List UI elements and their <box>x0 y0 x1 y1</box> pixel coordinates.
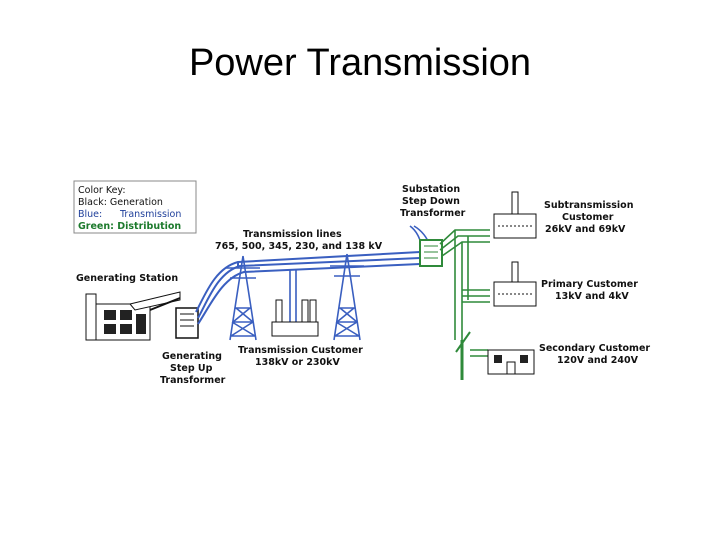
transmission-lines <box>195 251 421 325</box>
substation-transformer: Substation Step Down Transformer <box>400 184 466 267</box>
color-key-blue-prefix: Blue: <box>78 209 102 220</box>
substation-label-1: Substation <box>402 184 460 195</box>
subtransmission-customer: Subtransmission Customer 26kV and 69kV <box>493 191 634 239</box>
color-key-heading: Color Key: <box>78 185 126 196</box>
primary-customer-label-2: 13kV and 4kV <box>555 291 629 302</box>
primary-customer: Primary Customer 13kV and 4kV <box>493 261 638 307</box>
transmission-lines-label-1: Transmission lines <box>243 229 342 240</box>
substation-label-2: Step Down <box>402 196 460 207</box>
generating-step-up-transformer: Generating Step Up Transformer <box>160 307 226 386</box>
generating-station-label: Generating Station <box>76 273 178 284</box>
distribution-lines <box>439 229 490 380</box>
transmission-customer-label-2: 138kV or 230kV <box>255 357 340 368</box>
subtransmission-label-2: Customer <box>562 212 614 223</box>
color-key-green: Green: Distribution <box>78 221 181 232</box>
gen-step-up-label-2: Step Up <box>170 363 213 374</box>
generating-station: Generating Station <box>76 273 181 341</box>
color-key: Color Key: Black: Generation Blue: Trans… <box>73 180 197 234</box>
transmission-tower-1 <box>226 255 260 341</box>
transmission-customer-label-1: Transmission Customer <box>238 345 363 356</box>
subtransmission-label-3: 26kV and 69kV <box>545 224 626 235</box>
secondary-customer-label-1: Secondary Customer <box>539 343 650 354</box>
gen-step-up-label-3: Transformer <box>160 375 226 386</box>
transmission-customer: Transmission Customer 138kV or 230kV <box>238 270 363 368</box>
gen-step-up-label-1: Generating <box>162 351 222 362</box>
subtransmission-label-1: Subtransmission <box>544 200 634 211</box>
transmission-tower-2 <box>330 253 364 341</box>
secondary-customer: Secondary Customer 120V and 240V <box>487 343 650 375</box>
color-key-black: Black: Generation <box>78 197 163 208</box>
secondary-customer-label-2: 120V and 240V <box>557 355 639 366</box>
substation-label-3: Transformer <box>400 208 466 219</box>
slide-title: Power Transmission <box>188 42 532 84</box>
transmission-lines-label-2: 765, 500, 345, 230, and 138 kV <box>215 241 383 252</box>
primary-customer-label-1: Primary Customer <box>541 279 638 290</box>
color-key-blue-value: Transmission <box>119 209 181 220</box>
